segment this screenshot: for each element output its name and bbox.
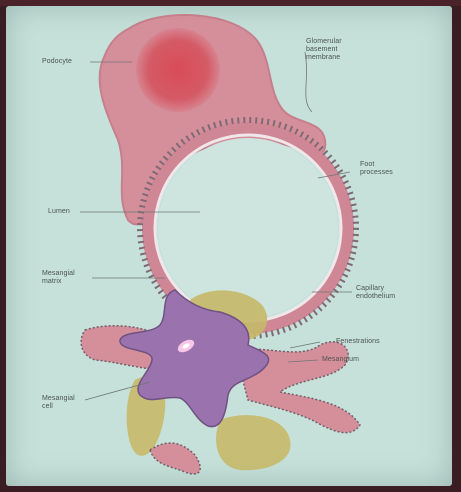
label-lumen: Lumen <box>48 208 70 216</box>
label-mesangial-matrix: Mesangial matrix <box>42 270 75 286</box>
label-podocyte: Podocyte <box>42 58 72 66</box>
podocyte-nucleus <box>136 28 220 112</box>
label-basement-membrane: Glomerular basement membrane <box>306 38 342 62</box>
label-fenestrations: Fenestrations <box>336 338 380 346</box>
label-capillary-endothelium: Capillary endothelium <box>356 285 395 301</box>
capillary-lumen <box>158 138 338 318</box>
label-mesangial-cell: Mesangial cell <box>42 395 75 411</box>
mesangial-matrix-bottom <box>216 415 290 470</box>
label-mesangium: Mesangium <box>322 356 359 364</box>
label-foot-processes: Foot processes <box>360 161 393 177</box>
